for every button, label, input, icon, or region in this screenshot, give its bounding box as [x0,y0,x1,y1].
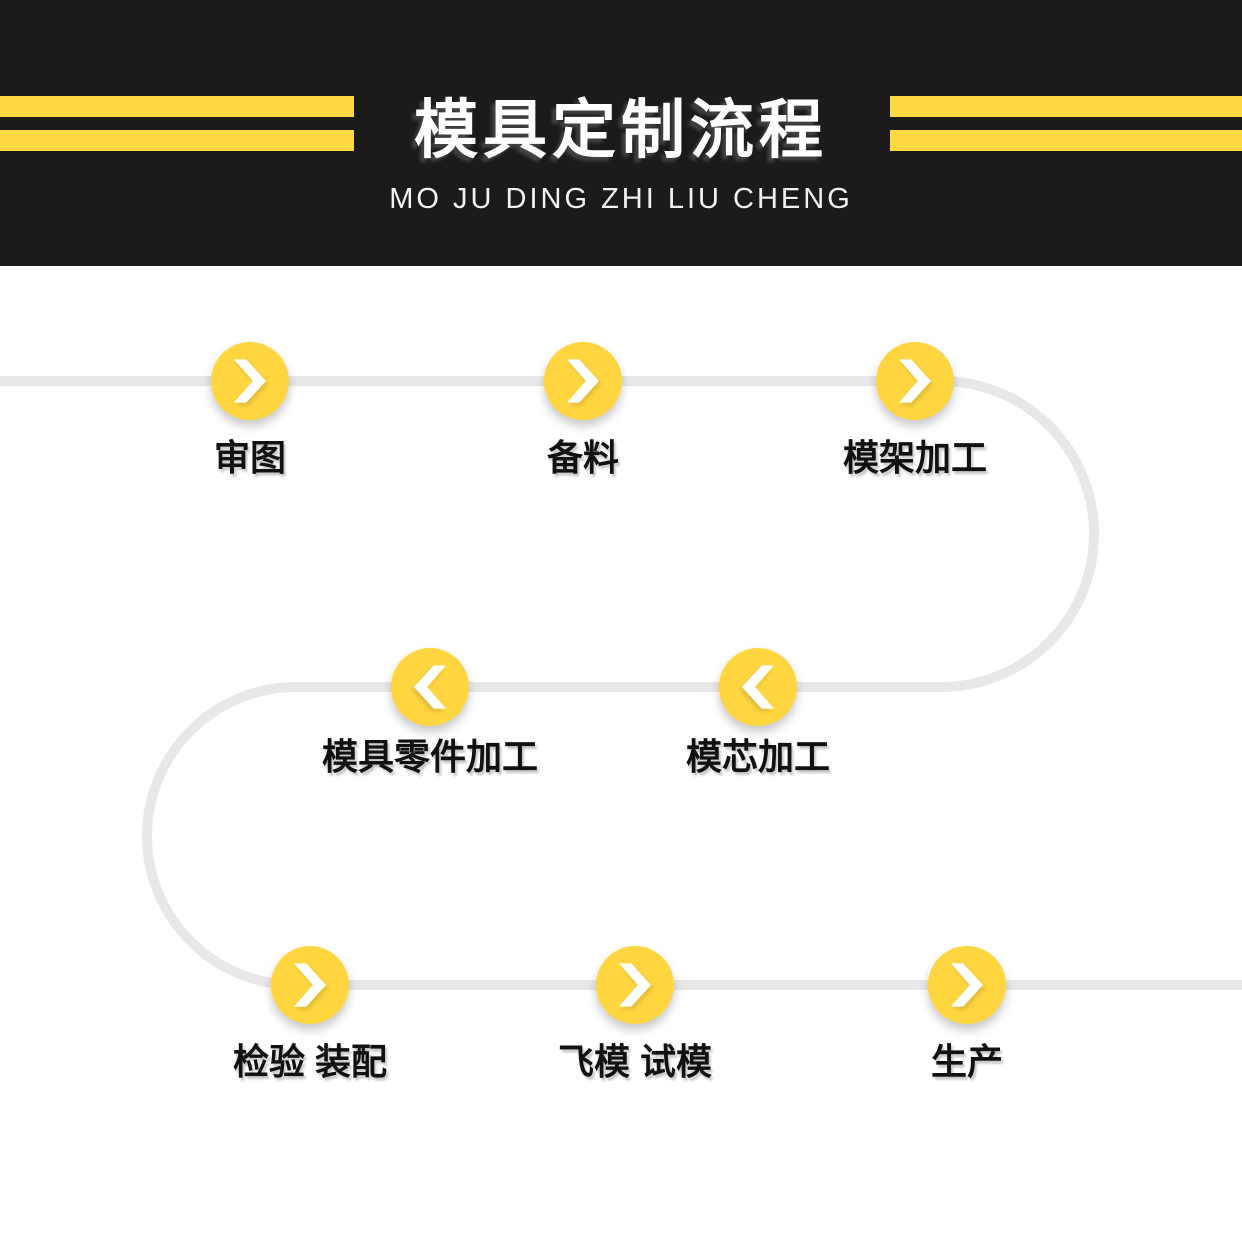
step-bubble [596,946,674,1024]
page-title: 模具定制流程 [414,94,828,166]
chevron-right-icon [899,359,931,403]
header-stripe-right-bottom [890,130,1242,151]
flow-step-1: 审图 [211,342,289,478]
step-bubble [211,342,289,420]
step-label: 模芯加工 [685,736,831,777]
flow-step-3: 模架加工 [843,342,987,478]
header-banner: 模具定制流程 MO JU DING ZHI LIU CHENG [0,0,1242,266]
chevron-right-icon [234,359,266,403]
chevron-right-icon [619,963,651,1007]
step-label: 检验 装配 [232,1041,388,1082]
flow-step-7: 飞模 试模 [558,946,712,1082]
step-label: 生产 [930,1041,1004,1082]
header-stripe-right-top [890,96,1242,117]
step-bubble [391,648,469,726]
flow-step-2: 备料 [544,342,622,478]
step-label: 模具零件加工 [321,736,539,777]
chevron-left-icon [414,665,446,709]
page-subtitle: MO JU DING ZHI LIU CHENG [389,183,853,215]
step-label: 备料 [546,437,620,478]
chevron-left-icon [742,665,774,709]
chevron-right-icon [294,963,326,1007]
step-bubble [876,342,954,420]
step-bubble [928,946,1006,1024]
step-bubble [271,946,349,1024]
step-bubble [544,342,622,420]
flow-step-4: 模芯加工 [686,648,830,777]
step-label: 模架加工 [842,437,988,478]
chevron-right-icon [567,359,599,403]
flow-step-5: 模具零件加工 [322,648,538,777]
step-label: 飞模 试模 [557,1041,713,1082]
chevron-right-icon [951,963,983,1007]
header-stripe-left-top [0,96,354,117]
step-label: 审图 [213,437,287,478]
header-stripe-left-bottom [0,130,354,151]
step-bubble [719,648,797,726]
flow-step-8: 生产 [928,946,1006,1082]
flow-step-6: 检验 装配 [233,946,387,1082]
